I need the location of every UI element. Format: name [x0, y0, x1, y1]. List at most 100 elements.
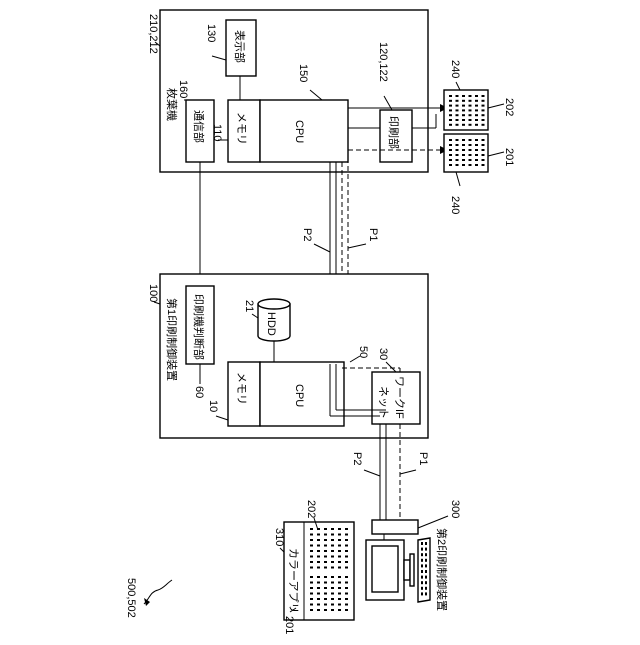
- texture-dot: [338, 576, 341, 578]
- texture-dot: [482, 119, 485, 121]
- texture-dot: [482, 144, 485, 146]
- color-app: カラーアプリ 310 202 201: [273, 500, 354, 634]
- sheet-ref-top: 240: [449, 60, 461, 78]
- texture-dot: [338, 582, 341, 584]
- texture-dot: [456, 100, 459, 102]
- cpu-unit-label: CPU: [293, 120, 305, 143]
- sheet-ref-top-leader: [456, 82, 460, 90]
- print-unit-ref: 120,122: [377, 42, 389, 82]
- texture-dot: [462, 109, 465, 111]
- texture-dot: [317, 539, 320, 541]
- texture-dot: [324, 561, 327, 563]
- texture-dot: [345, 604, 348, 606]
- texture-dot: [324, 528, 327, 530]
- color-app-sheet-a-ref: 202: [305, 500, 317, 518]
- texture-dot: [317, 609, 320, 611]
- texture-dot: [462, 95, 465, 97]
- texture-dot: [338, 556, 341, 558]
- texture-dot: [338, 609, 341, 611]
- p2-leader-upper: [314, 244, 330, 252]
- texture-dot: [421, 587, 423, 590]
- texture-dot: [456, 139, 459, 141]
- texture-dot: [482, 100, 485, 102]
- texture-dot: [338, 587, 341, 589]
- comm-unit-ref: 160: [177, 80, 189, 98]
- fc-memory-ref: 10: [207, 400, 219, 412]
- texture-dot: [462, 159, 465, 161]
- texture-dot: [462, 114, 465, 116]
- texture-dot: [310, 567, 313, 569]
- hdd-top: [258, 299, 290, 309]
- texture-dot: [345, 550, 348, 552]
- texture-dot: [324, 550, 327, 552]
- texture-dot: [462, 144, 465, 146]
- hdd-ref: 21: [243, 300, 255, 312]
- texture-dot: [317, 567, 320, 569]
- texture-dot: [421, 548, 423, 551]
- texture-dot: [310, 539, 313, 541]
- texture-dot: [449, 105, 452, 107]
- texture-dot: [462, 119, 465, 121]
- display-unit-ref: 130: [205, 24, 217, 42]
- texture-dot: [310, 598, 313, 600]
- texture-dot: [310, 534, 313, 536]
- texture-dot: [421, 570, 423, 573]
- texture-dot: [456, 119, 459, 121]
- texture-dot: [469, 100, 472, 102]
- texture-dot: [317, 598, 320, 600]
- texture-dot: [317, 593, 320, 595]
- texture-dot: [324, 582, 327, 584]
- texture-dot: [469, 159, 472, 161]
- texture-dot: [449, 154, 452, 156]
- texture-dot: [421, 576, 423, 579]
- texture-dot: [482, 105, 485, 107]
- texture-dot: [421, 553, 423, 556]
- network-if-label-2: ワークIF: [393, 376, 406, 419]
- fc-cpu-label: CPU: [293, 384, 305, 407]
- texture-dot: [456, 105, 459, 107]
- texture-dot: [338, 604, 341, 606]
- texture-dot: [475, 105, 478, 107]
- memory-unit-ref: 110: [211, 124, 223, 142]
- texture-dot: [331, 609, 334, 611]
- texture-dot: [331, 582, 334, 584]
- texture-dot: [421, 559, 423, 562]
- printer-machine: 枚葉機 210,212 表示部 130 通信部 160 メモリ 110 CPU …: [147, 10, 428, 172]
- sheet-a-leader: [488, 104, 504, 108]
- texture-dot: [338, 550, 341, 552]
- texture-dot: [345, 534, 348, 536]
- printer-machine-ref: 210,212: [147, 14, 159, 54]
- texture-dot: [475, 164, 478, 166]
- texture-dot: [469, 154, 472, 156]
- texture-dot: [310, 576, 313, 578]
- texture-dot: [449, 95, 452, 97]
- texture-dot: [345, 587, 348, 589]
- texture-dot: [469, 114, 472, 116]
- texture-dot: [449, 114, 452, 116]
- texture-dot: [449, 164, 452, 166]
- texture-dot: [345, 545, 348, 547]
- color-app-sheet-b-ref: 201: [283, 616, 295, 634]
- second-controller-ref: 300: [449, 500, 461, 518]
- texture-dot: [475, 109, 478, 111]
- texture-dot: [475, 149, 478, 151]
- second-controller-title: 第2印刷制御装置: [435, 528, 449, 611]
- p2-label-upper: P2: [301, 228, 313, 241]
- judge-unit-label: 印刷機判断部: [192, 294, 206, 360]
- texture-dot: [345, 528, 348, 530]
- p1-leader-upper: [348, 244, 366, 248]
- texture-dot: [345, 609, 348, 611]
- texture-dot: [331, 550, 334, 552]
- texture-dot: [449, 159, 452, 161]
- texture-dot: [310, 587, 313, 589]
- texture-dot: [449, 124, 452, 126]
- texture-dot: [462, 100, 465, 102]
- texture-dot: [310, 528, 313, 530]
- texture-dot: [469, 109, 472, 111]
- p2-leader-lower: [364, 470, 380, 476]
- texture-dot: [475, 100, 478, 102]
- texture-dot: [324, 604, 327, 606]
- texture-dot: [317, 545, 320, 547]
- texture-dot: [331, 593, 334, 595]
- texture-dot: [324, 534, 327, 536]
